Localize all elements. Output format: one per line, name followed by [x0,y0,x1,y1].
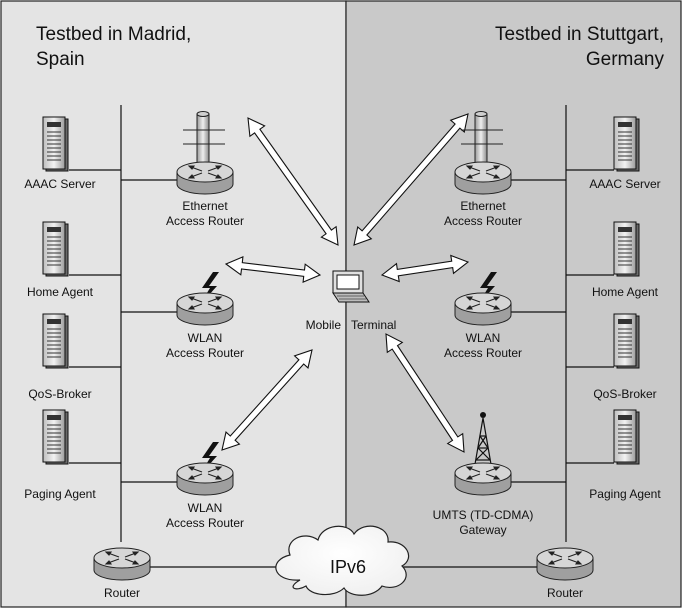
arrow-right-umts [385,333,465,453]
mobile-terminal-label-left: Mobile [306,318,342,332]
right-paging-agent-icon [613,409,640,465]
left-wlan2-router-label-1: WLAN [188,501,223,515]
right-router-icon [536,547,594,581]
left-wlan1-router-label-2: Access Router [166,346,244,360]
right-wlan-router-icon [454,292,512,326]
right-home-agent-icon [613,221,640,277]
right-home-agent-label: Home Agent [592,285,659,299]
right-umts-gateway-label-2: Gateway [459,523,506,537]
right-aaac-server-icon [613,116,640,172]
left-wlan2-router-icon [176,462,234,496]
arrow-left-wlan1 [224,256,322,283]
right-umts-gateway-label-1: UMTS (TD-CDMA) [433,508,534,522]
right-wlan-router-label-1: WLAN [466,331,501,345]
arrow-left-wlan2 [221,349,313,451]
left-home-agent-label: Home Agent [27,285,94,299]
ipv6-label: IPv6 [330,557,366,577]
right-title-line1: Testbed in Stuttgart, [495,24,664,45]
right-wlan-router-label-2: Access Router [444,346,522,360]
left-wlan2-router-label-2: Access Router [166,516,244,530]
right-ethernet-router-label-1: Ethernet [460,199,506,213]
right-qos-broker-label: QoS-Broker [593,387,656,401]
left-router-label: Router [104,586,140,600]
right-aaac-server-label: AAAC Server [589,177,660,191]
backbone-links [69,105,614,568]
left-aaac-server-icon [42,116,69,172]
left-wlan1-router-label-1: WLAN [188,331,223,345]
right-panel [345,0,682,608]
left-qos-broker-label: QoS-Broker [28,387,91,401]
left-home-agent-icon [42,221,69,277]
left-wlan1-router-icon [176,292,234,326]
arrow-left-ethernet [247,117,339,246]
arrow-right-ethernet [353,113,469,246]
left-aaac-server-label: AAAC Server [24,177,95,191]
left-paging-agent-label: Paging Agent [24,487,96,501]
right-ethernet-router-icon [454,161,512,195]
right-title-line2: Germany [586,49,665,70]
right-paging-agent-label: Paging Agent [589,487,661,501]
wireless-links [221,113,470,453]
left-ethernet-router-icon [176,161,234,195]
right-qos-broker-icon [613,313,640,369]
right-umts-gateway-icon [454,462,512,496]
left-router-icon [93,547,151,581]
arrow-right-wlan [380,254,470,283]
left-title-line2: Spain [36,49,85,70]
left-paging-agent-icon [42,409,69,465]
left-ethernet-router-label-1: Ethernet [182,199,228,213]
right-ethernet-router-label-2: Access Router [444,214,522,228]
mobile-terminal-label-right: Terminal [351,318,396,332]
left-qos-broker-icon [42,313,69,369]
right-router-label: Router [547,586,583,600]
left-title-line1: Testbed in Madrid, [36,24,191,45]
ipv6-cloud [275,525,410,596]
left-panel [0,0,347,608]
left-ethernet-router-label-2: Access Router [166,214,244,228]
